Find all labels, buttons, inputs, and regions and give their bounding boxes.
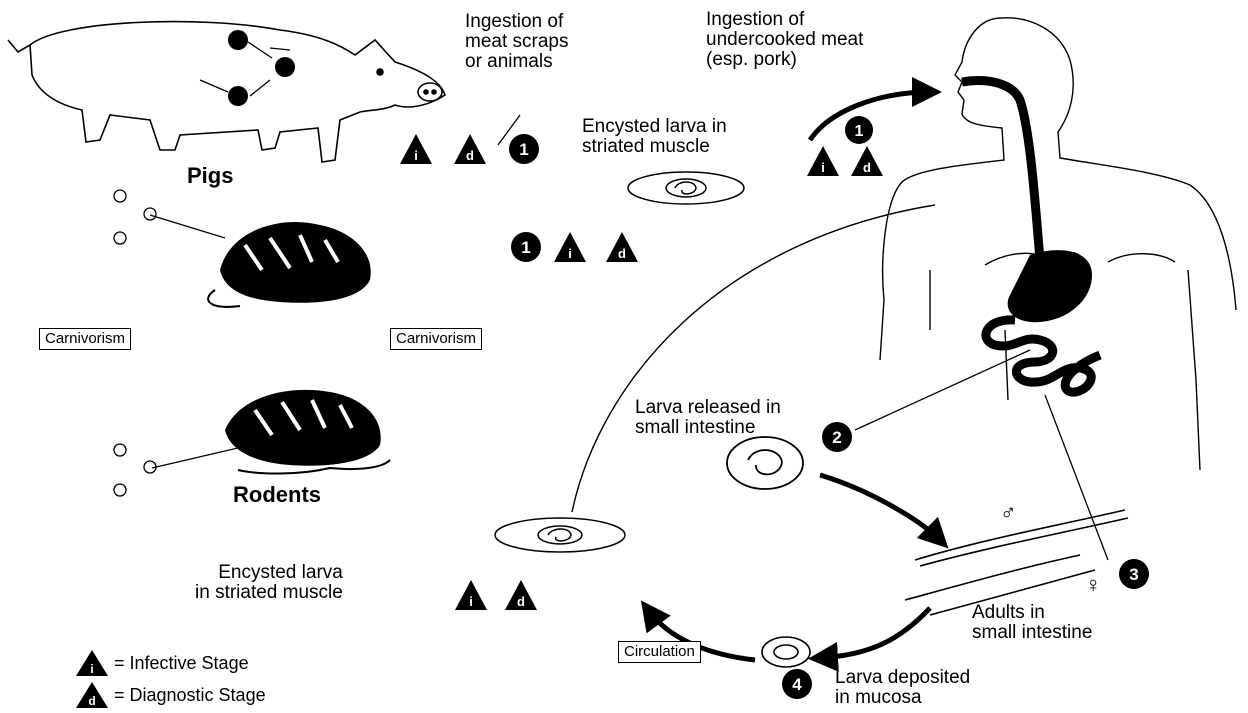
encysted-bottom-label: Encysted larva in striated muscle [195,563,343,603]
carnivorism-right-box: Carnivorism [390,328,482,350]
rat-illustration-bottom [225,390,390,474]
infective-triangle-icon: i [74,648,110,678]
step-1-number: 1 [519,140,528,159]
rodent-mini-cycle-top [114,190,156,244]
step-4-badge-icon: 4 [780,667,814,701]
step-1-badge-icon: 1 [845,116,873,144]
digestive-tract [962,81,1100,393]
ingestion-scraps-label: Ingestion of meat scraps or animals [465,12,568,72]
circulation-box: Circulation [618,641,701,663]
larva-deposited-label: Larva deposited in mucosa [835,668,970,708]
rodents-label: Rodents [233,485,321,505]
encysted-larva-top [628,172,744,204]
infective-letter: i [568,246,572,261]
larva-deposited-image [762,637,810,667]
diagnostic-letter: d [466,148,474,163]
pig-stage-markers [200,30,295,106]
infective-triangle-icon: i [807,146,839,176]
encysted-larva-bottom [495,518,625,552]
pigs-label: Pigs [187,166,233,186]
badge-group-svg: 1 i d [805,116,915,178]
step-3-badge-icon: 3 [1117,557,1151,591]
carnivorism-left-box: Carnivorism [39,328,131,350]
larva-released-image [727,437,803,489]
male-symbol: ♂ [1000,503,1017,523]
badge-group-svg: i d [453,578,543,612]
badge-cluster-rodents: 1 i d [510,230,660,269]
legend-diagnostic: d = Diagnostic Stage [74,680,266,710]
human-figure [880,18,1236,470]
badge-group-svg: 1 i d [510,230,660,264]
diagnostic-triangle-icon: d [74,680,110,710]
badge-cluster-encysted-bottom: i d [453,578,543,617]
female-symbol: ♀ [1085,575,1102,595]
infective-letter: i [469,594,473,609]
infective-triangle-icon: i [400,134,432,164]
step-4-number: 4 [792,675,802,694]
diagnostic-letter: d [618,246,626,261]
rodent-mini-cycle-bottom [114,444,156,496]
badge-group-svg: i d 1 [398,132,548,166]
infective-letter: i [414,148,418,163]
infective-triangle-icon: i [455,580,487,610]
legend-infective-text: = Infective Stage [114,653,249,674]
rat-illustration-top [208,222,371,307]
adults-label: Adults in small intestine [972,603,1092,643]
diagnostic-triangle-icon: d [851,146,883,176]
step-1-number: 1 [521,238,530,257]
infective-letter: i [821,160,825,175]
diagnostic-letter: d [863,160,871,175]
step-2-badge-icon: 2 [820,420,854,454]
infective-triangle-icon: i [554,232,586,262]
badge-cluster-human: 1 i d [805,116,915,183]
diagnostic-letter: d [517,594,525,609]
diagnostic-triangle-icon: d [505,580,537,610]
step-1-number: 1 [855,123,864,140]
step-2-number: 2 [832,428,841,447]
infective-letter: i [90,662,93,676]
legend-infective: i = Infective Stage [74,648,249,678]
step-1-badge-icon: 1 [509,134,539,164]
diagnostic-triangle-icon: d [454,134,486,164]
badge-cluster-pig: i d 1 [398,132,548,171]
ingestion-meat-label: Ingestion of undercooked meat (esp. pork… [706,10,863,70]
diagnostic-letter: d [88,694,95,708]
diagnostic-triangle-icon: d [606,232,638,262]
legend-diagnostic-text: = Diagnostic Stage [114,685,266,706]
encysted-top-label: Encysted larva in striated muscle [582,117,727,157]
larva-released-label: Larva released in small intestine [635,398,781,438]
step-1-badge-icon: 1 [511,232,541,262]
step-3-number: 3 [1129,565,1138,584]
